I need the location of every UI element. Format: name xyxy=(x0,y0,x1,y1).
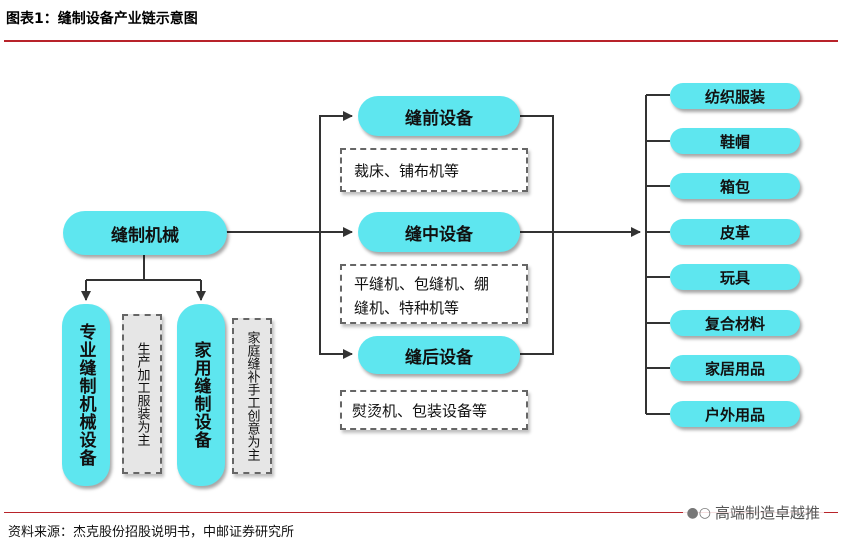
household-equipment-node: 家用缝制设备 xyxy=(177,304,225,486)
pre-sewing-label: 缝前设备 xyxy=(405,108,473,129)
post-sewing-examples: 熨烫机、包装设备等 xyxy=(340,390,528,430)
pre-sewing-node: 缝前设备 xyxy=(358,96,520,136)
mid-sewing-examples-line-1: 平缝机、包缝机、绷 xyxy=(354,275,490,293)
downstream-label: 箱包 xyxy=(719,177,750,196)
downstream-item-outdoor: 户外用品 xyxy=(670,401,800,427)
mid-sewing-examples-line-2: 缝机、特种机等 xyxy=(354,299,460,317)
downstream-label: 家居用品 xyxy=(704,359,765,378)
downstream-item-toys: 玩具 xyxy=(670,264,800,290)
pre-sewing-examples: 裁床、铺布机等 xyxy=(340,148,528,192)
downstream-item-bags: 箱包 xyxy=(670,173,800,199)
branch-arrow-bottom xyxy=(319,232,353,359)
wechat-icon: ●○ xyxy=(686,504,711,521)
downstream-item-composites: 复合材料 xyxy=(670,310,800,336)
watermark: ●○ 高端制造卓越推 xyxy=(682,502,824,523)
root-label: 缝制机械 xyxy=(111,225,179,246)
post-sewing-node: 缝后设备 xyxy=(358,336,520,374)
mid-sewing-node: 缝中设备 xyxy=(358,212,520,252)
professional-equipment-note: 生产加工服装为主 xyxy=(122,314,162,474)
household-equipment-note: 家庭缝补手工创意为主 xyxy=(232,318,272,474)
downstream-item-leather: 皮革 xyxy=(670,219,800,245)
mid-sewing-label: 缝中设备 xyxy=(405,224,473,245)
root-node: 缝制机械 xyxy=(63,211,227,255)
household-equipment-label: 家用缝制设备 xyxy=(190,341,211,449)
professional-equipment-node: 专业缝制机械设备 xyxy=(62,304,110,486)
downstream-label: 鞋帽 xyxy=(719,132,750,151)
post-sewing-examples-text: 熨烫机、包装设备等 xyxy=(352,402,488,420)
mid-sewing-examples: 平缝机、包缝机、绷 缝机、特种机等 xyxy=(340,264,528,324)
downstream-label: 玩具 xyxy=(719,268,750,287)
professional-equipment-note-text: 生产加工服装为主 xyxy=(134,342,150,446)
watermark-text: 高端制造卓越推 xyxy=(714,504,820,522)
post-sewing-label: 缝后设备 xyxy=(405,347,473,368)
downstream-label: 皮革 xyxy=(719,223,750,242)
pre-sewing-examples-text: 裁床、铺布机等 xyxy=(354,162,460,180)
downstream-item-home-goods: 家居用品 xyxy=(670,355,800,381)
downstream-item-shoes-hats: 鞋帽 xyxy=(670,128,800,154)
professional-equipment-label: 专业缝制机械设备 xyxy=(75,323,96,467)
source-note: 资料来源：杰克股份招股说明书，中邮证券研究所 xyxy=(8,525,295,540)
downstream-label: 户外用品 xyxy=(704,405,765,424)
top-divider xyxy=(4,40,838,42)
household-equipment-note-text: 家庭缝补手工创意为主 xyxy=(244,331,260,461)
bottom-divider xyxy=(4,512,838,513)
downstream-label: 纺织服装 xyxy=(704,87,765,106)
downstream-item-textile: 纺织服装 xyxy=(670,83,800,109)
merge-bracket xyxy=(520,115,554,355)
figure-title: 图表1：缝制设备产业链示意图 xyxy=(6,11,198,27)
branch-arrow-top xyxy=(319,111,353,232)
downstream-label: 复合材料 xyxy=(704,314,765,333)
